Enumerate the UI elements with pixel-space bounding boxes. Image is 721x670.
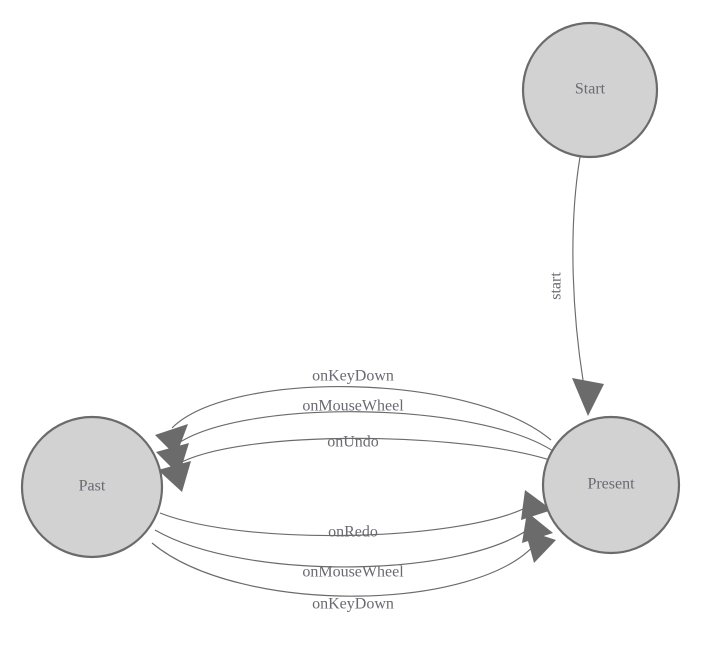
edge-past-to-present-onredo-path (159, 504, 532, 537)
node-past[interactable]: Past (20, 415, 164, 559)
edge-label-present-to-past-onkeydown: onKeyDown (312, 368, 394, 385)
node-start-label: Start (575, 81, 606, 98)
edge-past-to-present-onmousewheel-path (154, 524, 535, 568)
edge-past-to-present-onredo[interactable]: onRedo (159, 490, 552, 541)
edge-present-to-past-onkeydown-arrowhead (155, 424, 188, 456)
edge-label-past-to-present-onkeydown: onKeyDown (312, 596, 394, 613)
edge-present-to-past-onundo-path (175, 437, 557, 466)
edge-past-to-present-onkeydown[interactable]: onKeyDown (151, 530, 556, 613)
edge-past-to-present-onredo-arrowhead (521, 490, 552, 520)
edge-past-to-present-onkeydown-arrowhead (525, 530, 556, 563)
edge-start-to-present-path (572, 156, 587, 399)
edge-label-past-to-present-onredo: onRedo (328, 524, 378, 541)
edge-label-present-to-past-onmousewheel: onMouseWheel (302, 398, 404, 415)
node-start[interactable]: Start (521, 21, 659, 159)
edge-label-past-to-present-onmousewheel: onMouseWheel (302, 564, 404, 581)
node-present[interactable]: Present (541, 415, 681, 555)
edge-past-to-present-onmousewheel[interactable]: onMouseWheel (154, 512, 553, 581)
node-past-circle (20, 415, 164, 559)
node-present-label: Present (587, 476, 635, 493)
edge-label-present-to-past-onundo: onUndo (327, 434, 379, 451)
edge-past-to-present-onkeydown-path (151, 541, 538, 597)
node-start-circle (521, 21, 659, 159)
edge-start-to-present[interactable]: start (548, 156, 604, 416)
edge-start-to-present-arrowhead (572, 378, 604, 416)
edge-present-to-past-onkeydown[interactable]: onKeyDown (155, 368, 552, 456)
edge-present-to-past-onundo[interactable]: onUndo (158, 434, 557, 492)
edge-present-to-past-onundo-arrowhead (158, 461, 191, 492)
node-present-circle (541, 415, 681, 555)
edge-present-to-past-onmousewheel-path (172, 411, 557, 454)
edge-label-start: start (548, 272, 565, 300)
edge-present-to-past-onkeydown-path (171, 386, 552, 441)
node-past-label: Past (79, 478, 106, 495)
